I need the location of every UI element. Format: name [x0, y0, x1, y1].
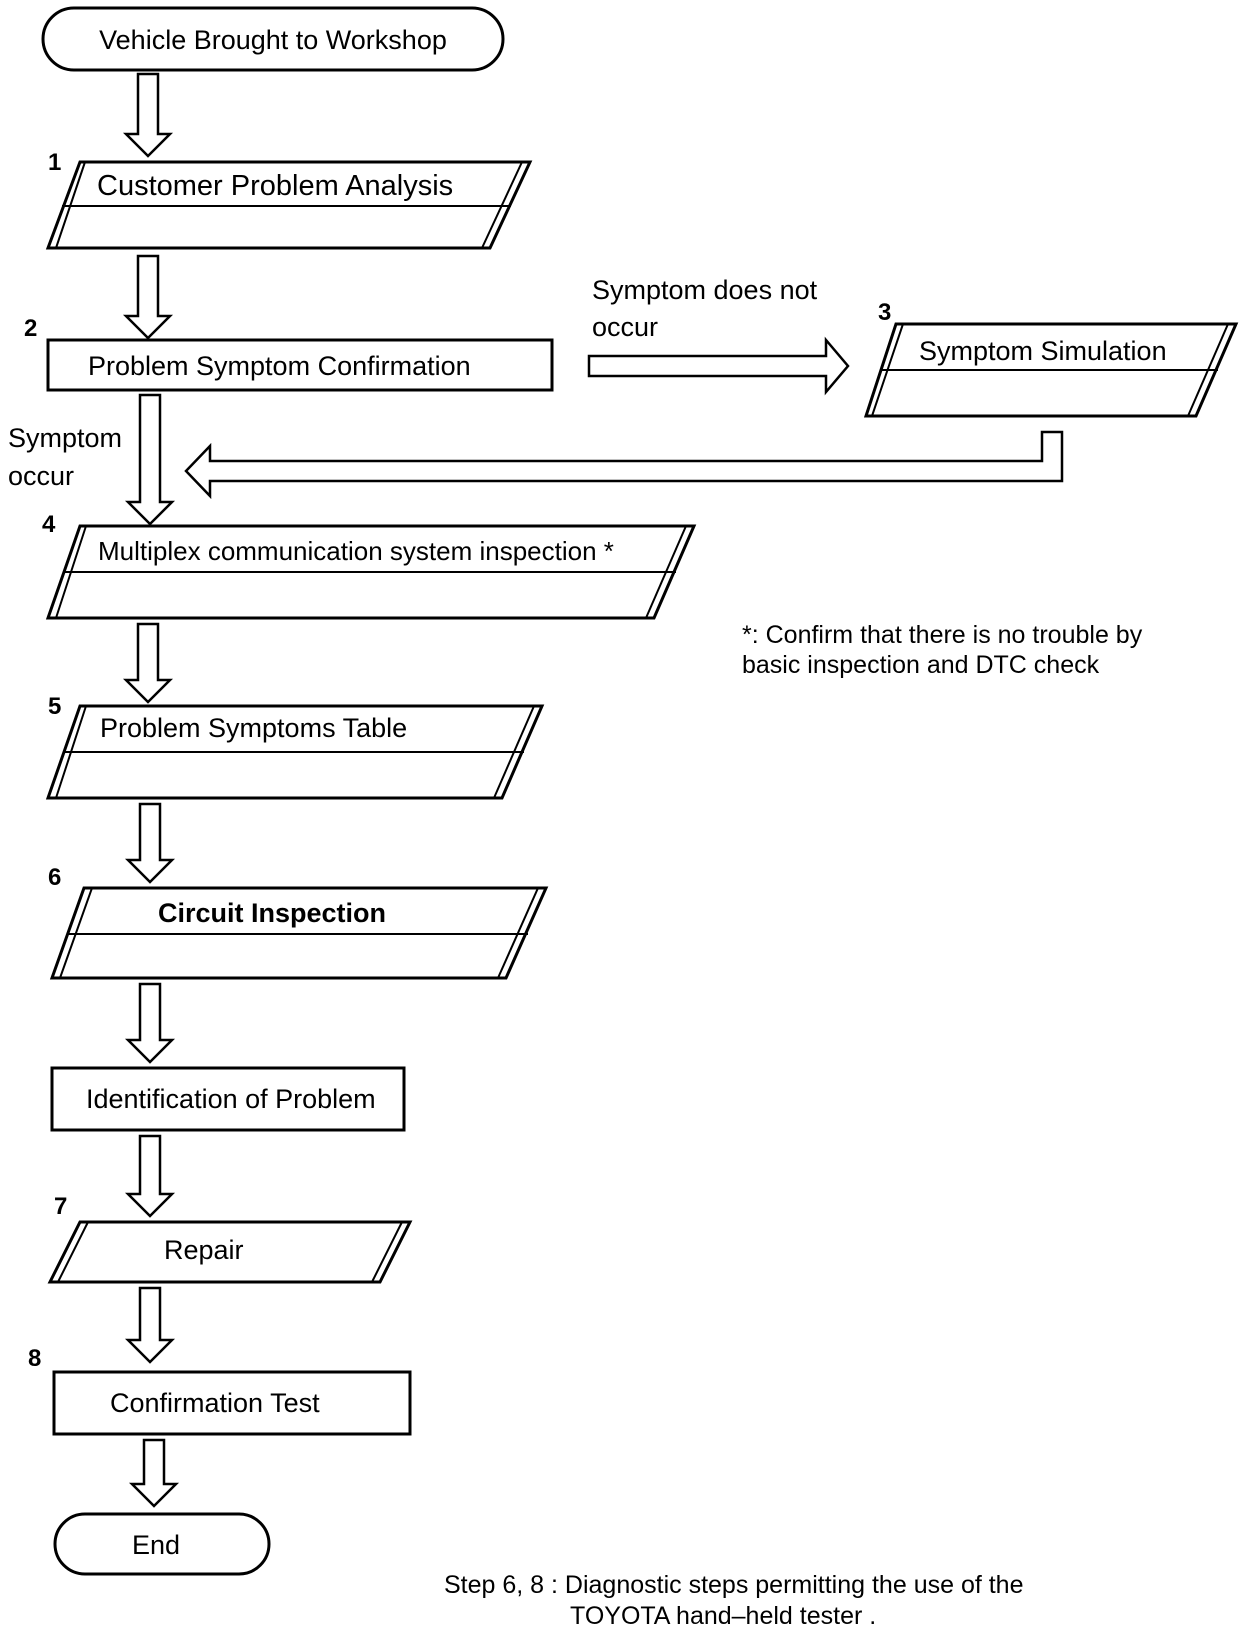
step-label-confirmation-test: Confirmation Test [110, 1388, 320, 1418]
step-label-multiplex-inspection: Multiplex communication system inspectio… [98, 536, 614, 566]
flow-arrow-down [122, 72, 174, 158]
step-label-problem-symptom-confirmation: Problem Symptom Confirmation [88, 351, 471, 381]
step-label-circuit-inspection: Circuit Inspection [158, 898, 386, 928]
step-box-repair [47, 1220, 413, 1284]
step-box-problem-symptom-confirmation [46, 338, 554, 392]
branch-label-occur: Symptom [8, 423, 122, 453]
step-number-6: 6 [48, 864, 61, 891]
branch-label-not-occur-2: occur [592, 312, 658, 342]
step-number-3: 3 [878, 299, 891, 326]
step-number-2: 2 [24, 315, 37, 342]
step-number-7: 7 [54, 1193, 67, 1220]
asterisk-note-line-1: *: Confirm that there is no trouble by [742, 621, 1143, 649]
footer-note-line-2: TOYOTA hand–held tester . [570, 1602, 876, 1628]
step-number-5: 5 [48, 693, 61, 720]
step-label-problem-symptoms-table: Problem Symptoms Table [100, 713, 407, 743]
footer-note-line-1: Step 6, 8 : Diagnostic steps permitting … [444, 1571, 1024, 1599]
step-number-1: 1 [48, 149, 61, 176]
end-terminator [53, 1512, 271, 1576]
flow-arrow-down [124, 1286, 176, 1364]
start-terminator [41, 6, 505, 72]
flow-arrow-right [587, 336, 850, 396]
branch-label-not-occur: Symptom does not [592, 275, 818, 305]
flow-arrow-down [124, 982, 176, 1064]
step-label-symptom-simulation: Symptom Simulation [919, 336, 1167, 366]
step-box-inner-line [371, 1221, 403, 1283]
step-box-inner-line [57, 1221, 89, 1283]
flow-arrow-down [128, 1438, 180, 1508]
flow-arrow-return [184, 430, 1064, 500]
flow-arrow-down [124, 1134, 176, 1218]
flow-arrow-down [122, 622, 174, 704]
step-number-4: 4 [42, 511, 56, 538]
step-box-identification-of-problem [50, 1066, 406, 1132]
step-label-identification-of-problem: Identification of Problem [86, 1084, 376, 1114]
flow-arrow-down [124, 802, 176, 884]
flow-arrow-down [122, 254, 174, 340]
step-label-customer-problem-analysis: Customer Problem Analysis [97, 170, 453, 202]
step-box-confirmation-test [52, 1370, 412, 1436]
step-label-repair: Repair [164, 1235, 244, 1265]
flow-arrow-down [124, 393, 176, 526]
end-label: End [132, 1530, 180, 1560]
branch-label-occur-2: occur [8, 461, 74, 491]
start-label: Vehicle Brought to Workshop [99, 25, 447, 55]
step-number-8: 8 [28, 1345, 41, 1372]
asterisk-note-line-2: basic inspection and DTC check [742, 651, 1100, 679]
